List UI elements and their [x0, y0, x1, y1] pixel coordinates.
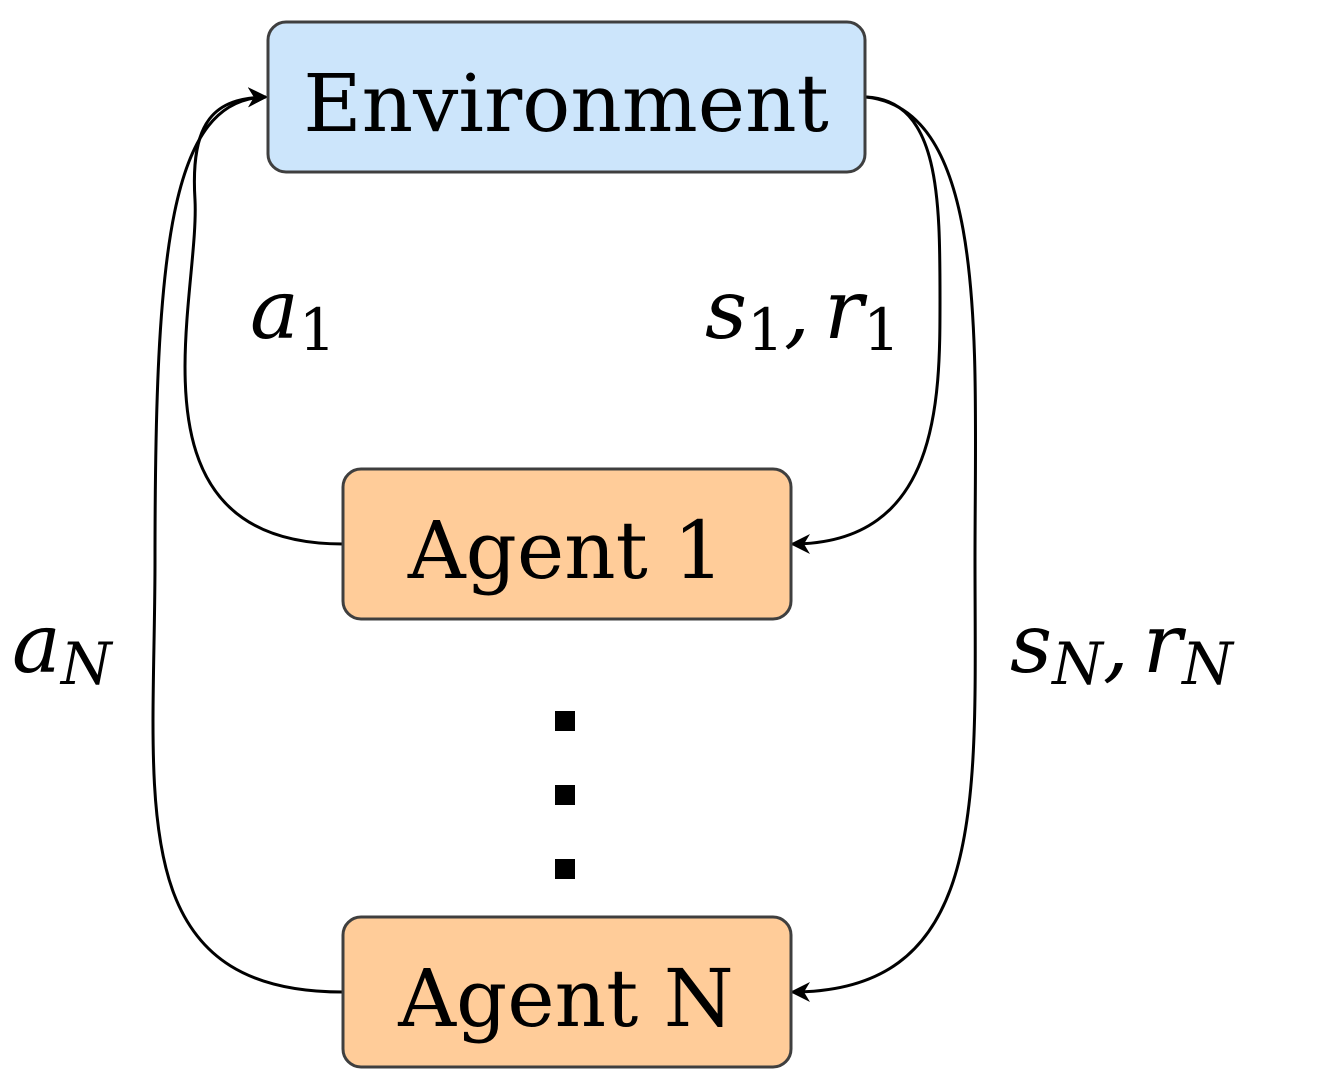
agent-1-box	[341, 467, 793, 621]
ellipsis-dot	[555, 785, 575, 805]
edge-agentn-to-environment	[151, 87, 344, 994]
edge-environment-to-agent1	[790, 95, 942, 554]
ellipsis-dot	[555, 711, 575, 731]
agent-n-node: Agent N	[341, 915, 793, 1069]
edge-label-s1-r1: s1,r1	[705, 263, 900, 364]
agent-1-label: Agent 1	[407, 504, 724, 597]
vertical-ellipsis	[555, 711, 575, 879]
environment-label: Environment	[303, 57, 829, 150]
agent-n-label: Agent N	[397, 952, 733, 1045]
edge-label-sn-rn: sN,rN	[1010, 597, 1235, 698]
environment-node: Environment	[266, 20, 867, 174]
environment-box	[266, 20, 867, 174]
agent-1-node: Agent 1	[341, 467, 793, 621]
edge-environment-to-agentn	[790, 95, 978, 1002]
edge-label-an: aN	[12, 597, 114, 698]
edge-agent1-to-environment	[183, 87, 344, 546]
ellipsis-dot	[555, 859, 575, 879]
edge-label-a1: a1	[250, 263, 336, 364]
agent-n-box	[341, 915, 793, 1069]
